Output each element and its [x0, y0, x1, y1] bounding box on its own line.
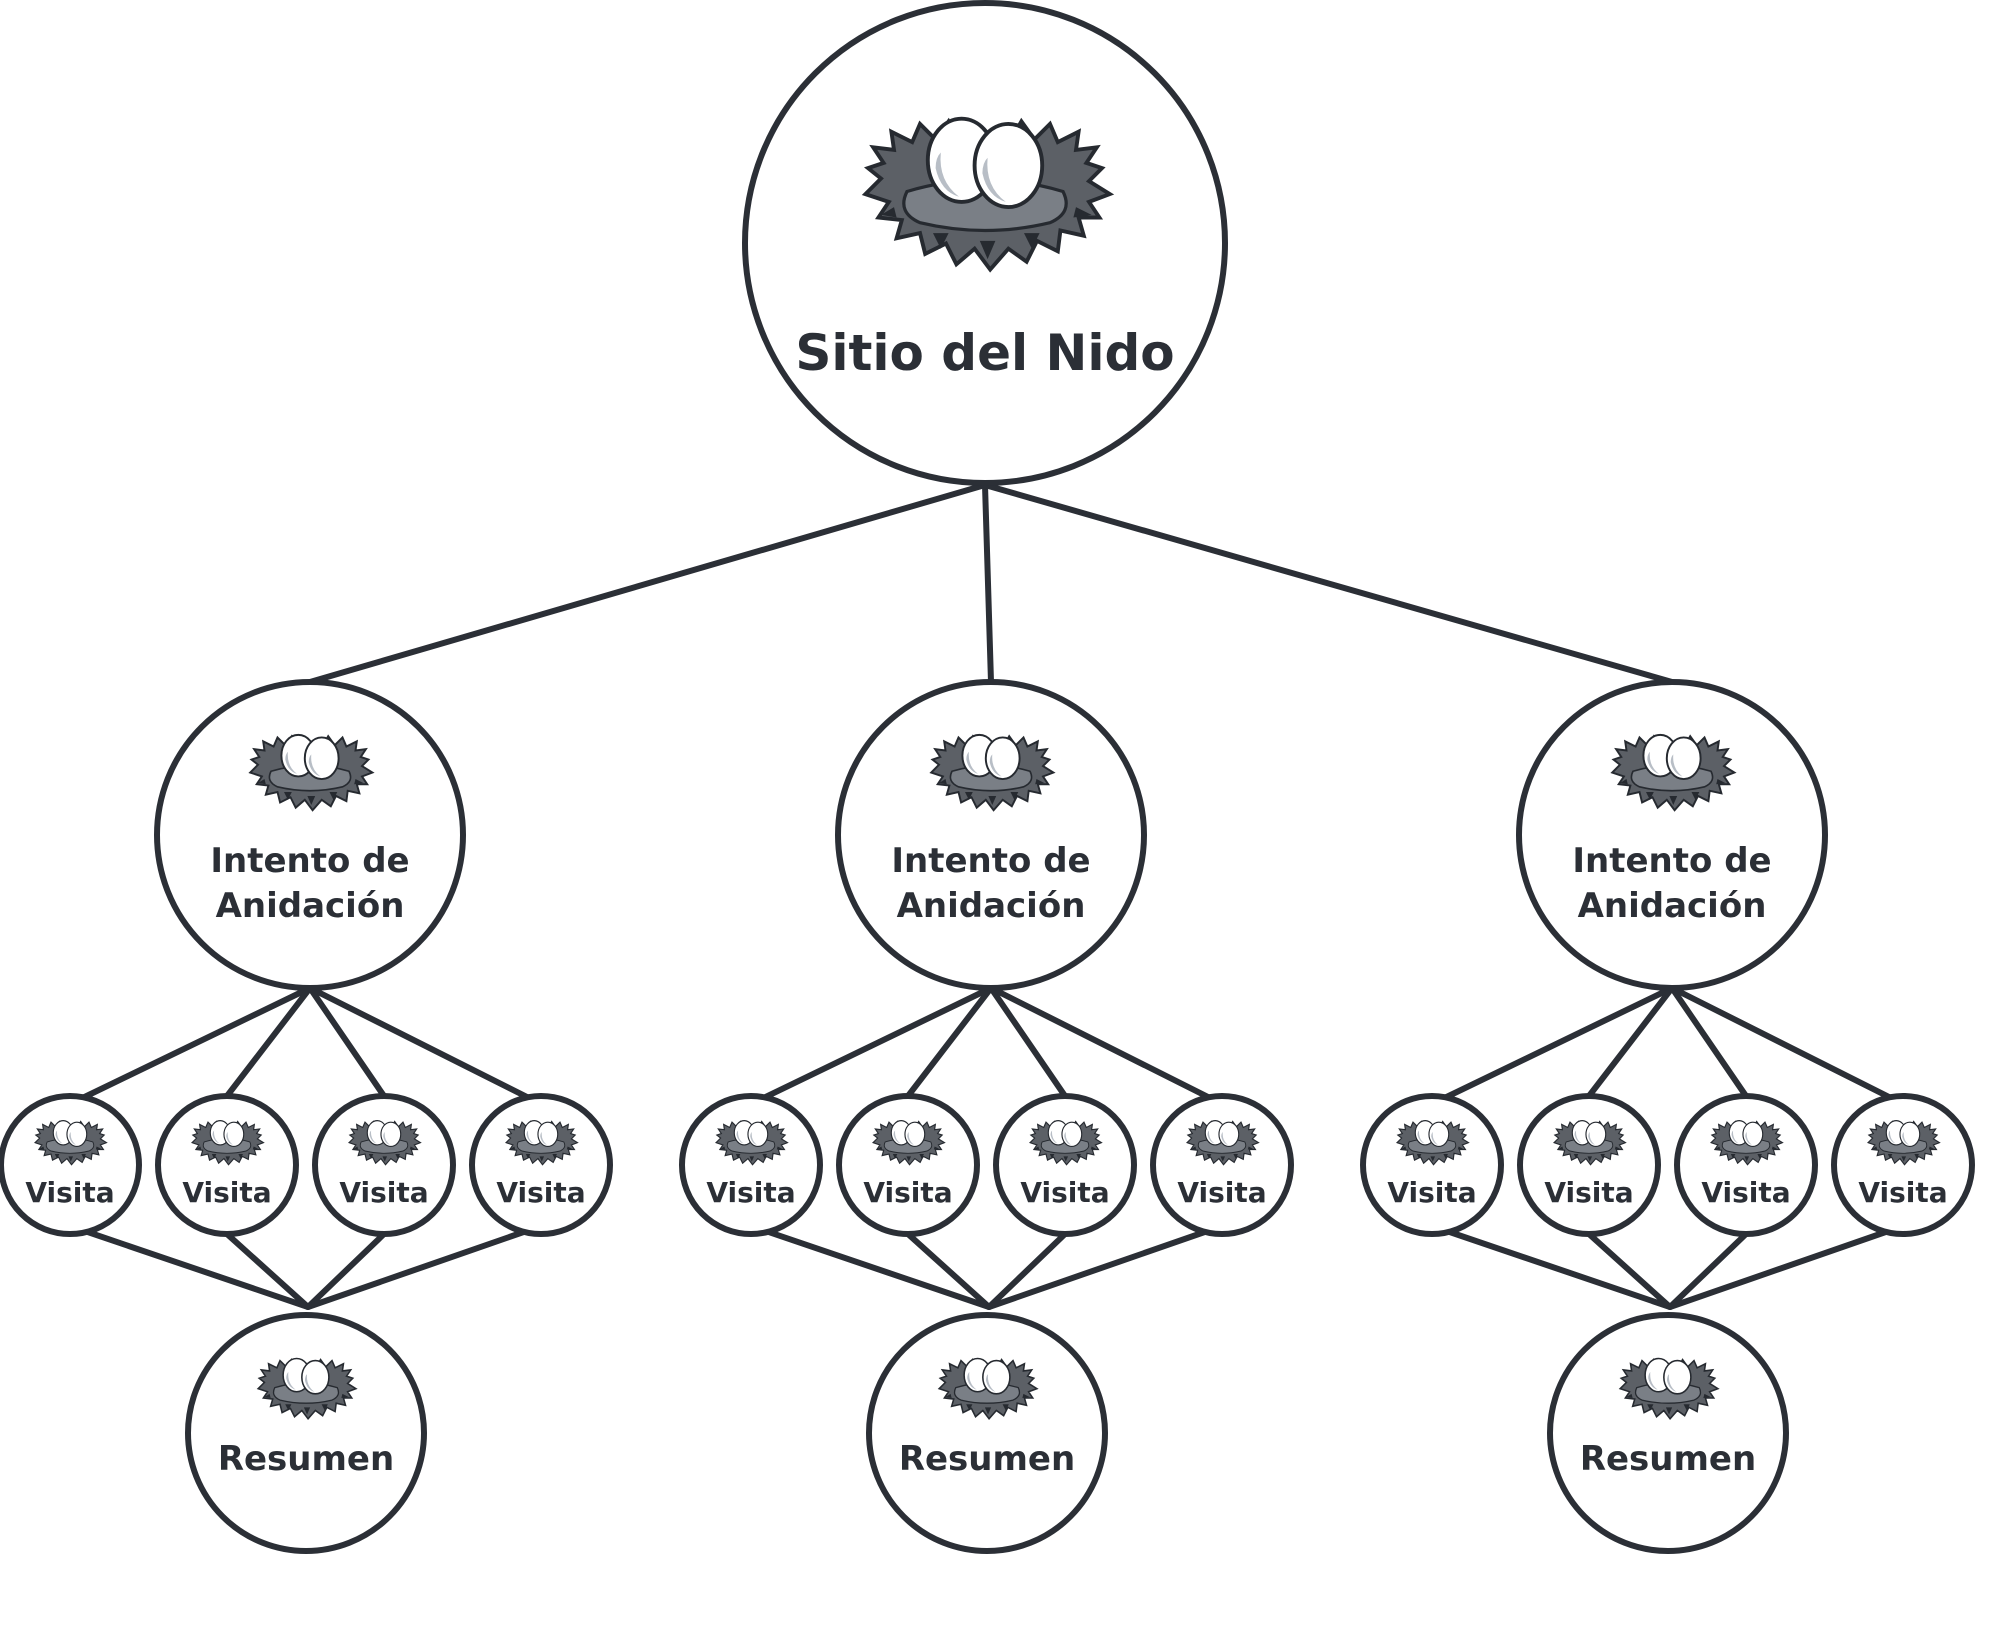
node-circle: [1516, 679, 1828, 991]
edge-root-to-attempt: [307, 482, 988, 685]
node-circle: [993, 1093, 1137, 1237]
node-circle: [154, 679, 466, 991]
summary-label: Resumen: [218, 1439, 394, 1479]
node-circle: [185, 1312, 427, 1554]
edge-attempt-to-visit: [307, 985, 387, 1099]
node-circle: [835, 679, 1147, 991]
visit-label: Visita: [1020, 1176, 1109, 1209]
node-circle: [469, 1093, 613, 1237]
edge-attempt-to-visit: [905, 985, 994, 1099]
edge-visit-to-summary: [1667, 1231, 1749, 1310]
visit-label: Visita: [1544, 1176, 1633, 1209]
nesting-attempt-node: Intento de Anidación: [154, 679, 466, 991]
edge-attempt-to-visit: [1669, 985, 1749, 1099]
visit-label: Visita: [182, 1176, 271, 1209]
root-node-label: Sitio del Nido: [795, 324, 1174, 382]
visit-label: Visita: [339, 1176, 428, 1209]
node-circle: [1674, 1093, 1818, 1237]
visit-node: Visita: [993, 1093, 1137, 1237]
nesting-attempt-label: Intento de: [1572, 841, 1771, 881]
nesting-attempt-label: Intento de: [891, 841, 1090, 881]
visit-node: Visita: [1360, 1093, 1504, 1237]
edge-root-to-attempt: [982, 482, 994, 685]
nesting-attempt-node: Intento de Anidación: [835, 679, 1147, 991]
edge-attempt-to-visit: [1669, 985, 1906, 1107]
node-circle: [836, 1093, 980, 1237]
edge-visit-to-summary: [986, 1231, 1068, 1310]
visit-label: Visita: [1387, 1176, 1476, 1209]
summary-label: Resumen: [899, 1439, 1075, 1479]
visit-node: Visita: [836, 1093, 980, 1237]
edge-visit-to-summary: [986, 1223, 1225, 1310]
visit-label: Visita: [1177, 1176, 1266, 1209]
visit-node: Visita: [469, 1093, 613, 1237]
connector-lines: [67, 482, 1906, 1310]
edge-attempt-to-visit: [307, 985, 544, 1107]
edge-visit-to-summary: [1667, 1223, 1906, 1310]
node-circle: [155, 1093, 299, 1237]
nesting-attempt-label: Anidación: [1578, 886, 1767, 926]
edge-visit-to-summary: [305, 1223, 544, 1310]
summary-node: Resumen: [866, 1312, 1108, 1554]
edge-attempt-to-visit: [1586, 985, 1675, 1099]
visit-node: Visita: [1517, 1093, 1661, 1237]
edge-attempt-to-visit: [1429, 985, 1675, 1107]
node-circle: [1150, 1093, 1294, 1237]
visit-label: Visita: [1701, 1176, 1790, 1209]
visit-label: Visita: [1858, 1176, 1947, 1209]
node-circle: [0, 1093, 142, 1237]
edge-root-to-attempt: [982, 482, 1675, 685]
visit-node: Visita: [1674, 1093, 1818, 1237]
visit-label: Visita: [706, 1176, 795, 1209]
summary-label: Resumen: [1580, 1439, 1756, 1479]
nesting-attempt-label: Anidación: [897, 886, 1086, 926]
edge-attempt-to-visit: [748, 985, 994, 1107]
nesting-attempt-label: Anidación: [216, 886, 405, 926]
visit-label: Visita: [25, 1176, 114, 1209]
edge-visit-to-summary: [224, 1231, 311, 1310]
visit-label: Visita: [863, 1176, 952, 1209]
node-circle: [312, 1093, 456, 1237]
edge-attempt-to-visit: [224, 985, 313, 1099]
node-circle: [866, 1312, 1108, 1554]
node-circle: [1831, 1093, 1975, 1237]
node-circle: [1547, 1312, 1789, 1554]
root-node-nest-site: Sitio del Nido: [742, 0, 1228, 486]
visit-node: Visita: [1831, 1093, 1975, 1237]
edge-visit-to-summary: [748, 1223, 992, 1310]
summary-node: Resumen: [1547, 1312, 1789, 1554]
summary-node: Resumen: [185, 1312, 427, 1554]
edge-visit-to-summary: [905, 1231, 992, 1310]
edge-visit-to-summary: [1429, 1223, 1673, 1310]
visit-node: Visita: [0, 1093, 142, 1237]
edge-visit-to-summary: [1586, 1231, 1673, 1310]
edge-attempt-to-visit: [988, 985, 1225, 1107]
visit-node: Visita: [679, 1093, 823, 1237]
visit-node: Visita: [1150, 1093, 1294, 1237]
edge-attempt-to-visit: [988, 985, 1068, 1099]
visit-label: Visita: [496, 1176, 585, 1209]
node-circle: [679, 1093, 823, 1237]
node-circle: [1517, 1093, 1661, 1237]
visit-node: Visita: [155, 1093, 299, 1237]
edge-attempt-to-visit: [67, 985, 313, 1107]
nesting-attempt-node: Intento de Anidación: [1516, 679, 1828, 991]
nesting-attempt-label: Intento de: [210, 841, 409, 881]
visit-node: Visita: [312, 1093, 456, 1237]
edge-visit-to-summary: [305, 1231, 387, 1310]
edge-visit-to-summary: [67, 1223, 311, 1310]
node-circle: [1360, 1093, 1504, 1237]
